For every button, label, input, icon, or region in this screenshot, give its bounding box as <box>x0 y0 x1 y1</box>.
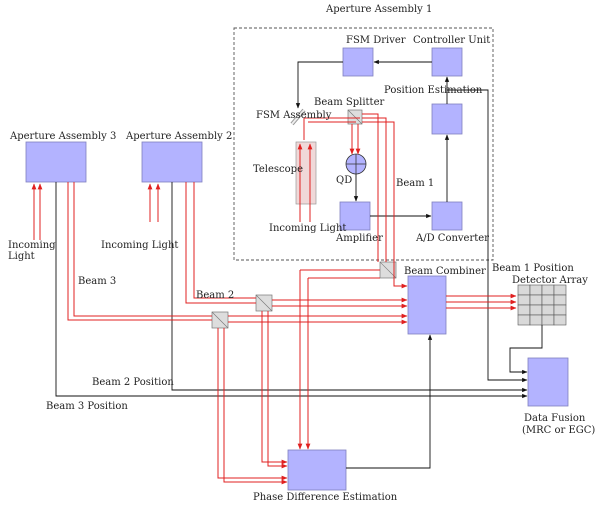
beam-combiner-block <box>407 275 447 335</box>
signal-lines <box>55 59 543 469</box>
telescope-label: Telescope <box>253 164 303 175</box>
ad-converter-label: A/D Converter <box>415 233 489 244</box>
incoming-light-1-label: Incoming Light <box>269 223 346 234</box>
incoming-light-2-label: Incoming Light <box>101 240 178 251</box>
aperture-2-block <box>141 141 203 183</box>
beam-1-label: Beam 1 <box>396 178 434 189</box>
fsm-driver-block <box>342 47 374 77</box>
phase-difference-label: Phase Difference Estimation <box>253 492 398 503</box>
beam-splitter-label: Beam Splitter <box>314 97 384 108</box>
aperture-3-label: Aperture Assembly 3 <box>9 131 116 142</box>
incoming-3-label-line1: Incoming <box>8 240 56 251</box>
detector-array-grid <box>517 284 567 326</box>
position-estimation-label: Position Estimation <box>384 85 483 96</box>
optical-beams <box>31 113 517 485</box>
aperture-3-block <box>25 141 87 183</box>
position-estimation-block <box>431 103 463 135</box>
quadrant-detector-icon <box>345 153 367 175</box>
phase-difference-block <box>287 449 347 491</box>
fsm-driver-label: FSM Driver <box>346 35 406 46</box>
beam-2-position-label: Beam 2 Position <box>92 377 174 388</box>
incoming-3-label-line2: Light <box>8 251 35 262</box>
controller-unit-label: Controller Unit <box>413 35 490 46</box>
aperture-2-label: Aperture Assembly 2 <box>125 131 232 142</box>
detector-array-label: Detector Array <box>512 275 588 286</box>
beam-3-label: Beam 3 <box>78 276 116 287</box>
amplifier-label: Amplifier <box>335 233 383 244</box>
beam-2-label: Beam 2 <box>196 290 234 301</box>
beam-combiner-label: Beam Combiner <box>404 266 486 277</box>
aperture-1-label: Aperture Assembly 1 <box>325 4 432 15</box>
data-fusion-block <box>527 357 569 407</box>
beam-1-position-label: Beam 1 Position <box>492 263 574 274</box>
data-fusion-label-line1: Data Fusion <box>524 413 586 424</box>
ad-converter-block <box>431 201 463 231</box>
beam-3-position-label: Beam 3 Position <box>46 401 128 412</box>
data-fusion-label-line2: (MRC or EGC) <box>522 425 595 436</box>
aperture-assembly-1-boundary <box>233 27 494 261</box>
telescope-body <box>295 141 317 205</box>
fsm-mirror-icon <box>290 108 306 126</box>
fsm-assembly-label: FSM Assembly <box>256 110 332 121</box>
controller-unit-block <box>431 47 463 77</box>
qd-label: QD <box>336 175 352 186</box>
